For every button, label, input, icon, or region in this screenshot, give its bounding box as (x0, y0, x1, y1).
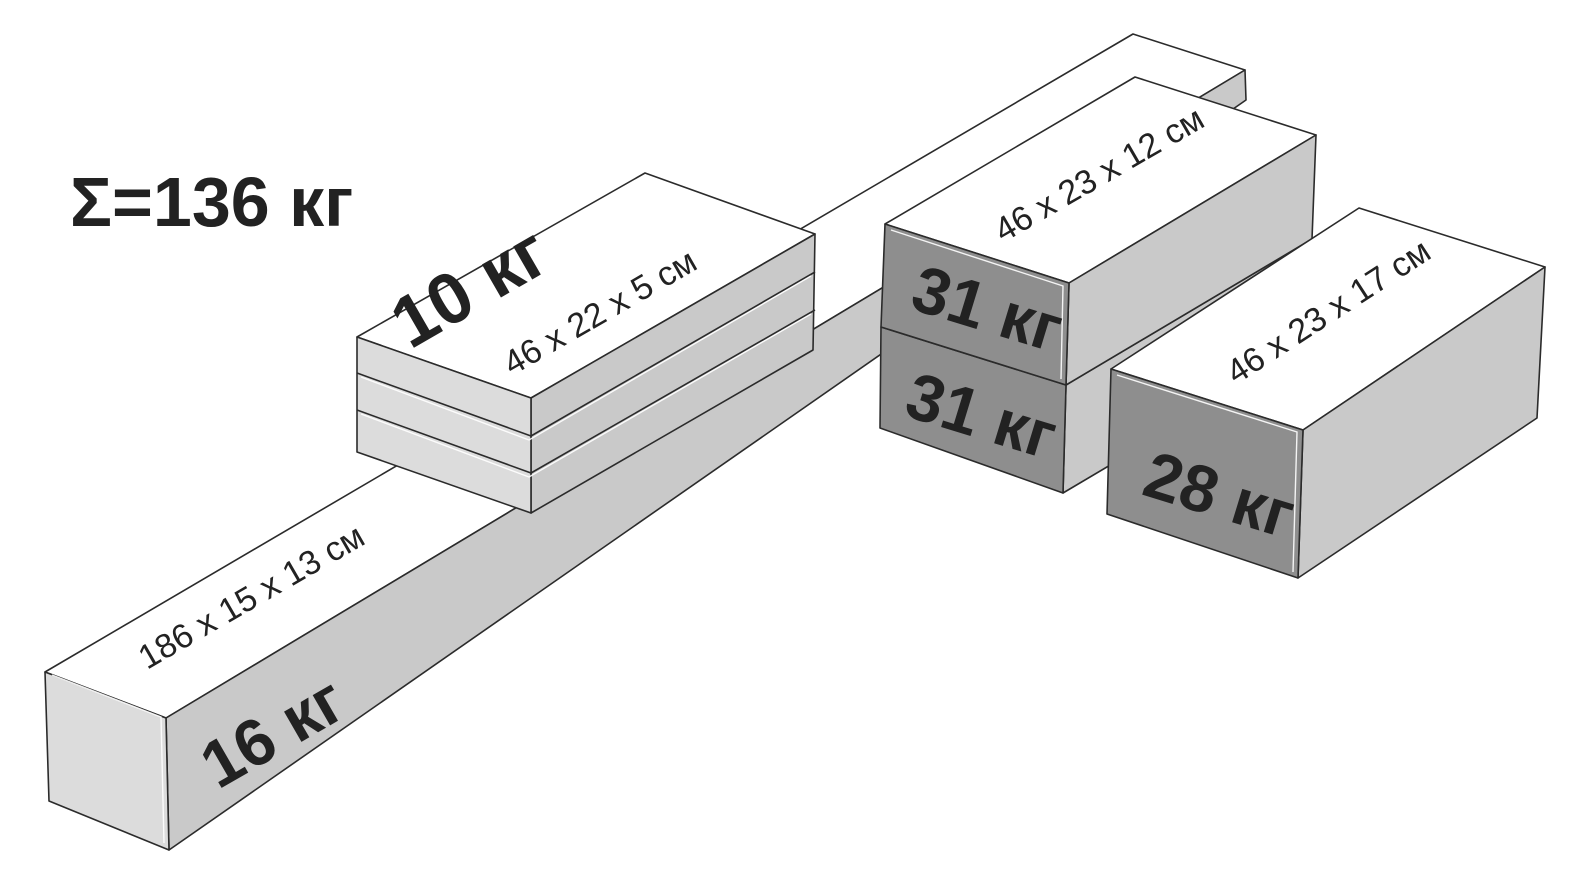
box-top-front-face (880, 223, 1070, 386)
box-right-package (1106, 207, 1546, 579)
box-right-front-face (1106, 368, 1304, 579)
mats-end-face (356, 336, 532, 514)
mats-package (356, 172, 816, 514)
total-weight-label: Σ=136 кг (70, 163, 353, 241)
box-top-package (880, 76, 1317, 386)
